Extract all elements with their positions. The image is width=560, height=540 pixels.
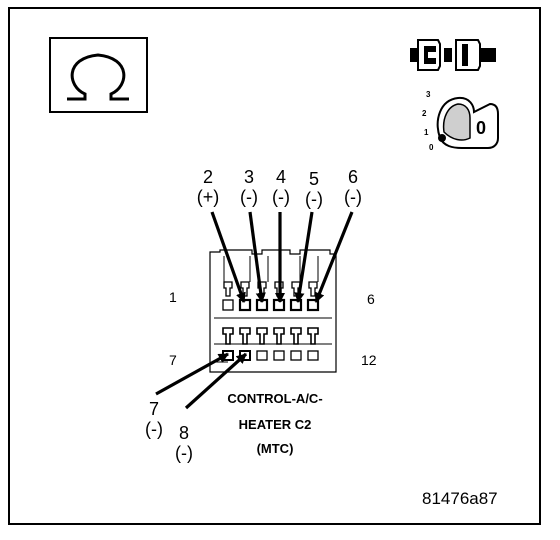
cavity-number-6: 6	[367, 291, 375, 307]
pin-polarity-2: (+)	[196, 187, 220, 207]
pin-label-5: 5	[308, 169, 319, 189]
arrow-pin-7	[155, 352, 229, 396]
pin-label-2: 2	[202, 167, 213, 187]
pin-polarity-6: (-)	[344, 187, 362, 207]
pin-polarity-4: (-)	[272, 187, 290, 207]
ignition-position-2: 2	[422, 109, 427, 118]
cavity-number-7: 7	[169, 352, 177, 368]
pin-polarity-7: (-)	[145, 419, 163, 439]
pin-label-6: 6	[347, 167, 358, 187]
pin-label-8: 8	[178, 423, 189, 443]
ignition-position-1: 1	[424, 128, 429, 137]
ohm-symbol-icon	[49, 37, 148, 113]
pin-polarity-3: (-)	[240, 187, 258, 207]
arrow-pin-3	[248, 211, 266, 304]
arrow-pin-2	[210, 211, 246, 303]
arrow-pin-6	[314, 211, 354, 303]
ignition-key-off-icon: 3 2 1 0 0	[422, 90, 499, 152]
arrow-pin-5	[294, 211, 314, 304]
pin-polarity-5: (-)	[305, 189, 323, 209]
pin-label-7: 7	[148, 399, 159, 419]
ignition-position-3: 3	[426, 90, 431, 99]
cavity-number-12: 12	[361, 352, 377, 368]
connector-name-line-2: HEATER C2	[238, 417, 312, 432]
connector-name-line-1: CONTROL-A/C-	[227, 391, 323, 406]
connector-c2	[209, 249, 337, 373]
pin-label-4: 4	[275, 167, 286, 187]
connector-name-line-3: (MTC)	[256, 441, 294, 456]
figure-reference-code: 81476a87	[422, 489, 498, 508]
diagram-frame	[8, 7, 541, 525]
arrow-pin-8	[184, 352, 248, 410]
pin-polarity-8: (-)	[175, 443, 193, 463]
ignition-position-0: 0	[429, 143, 434, 152]
ignition-key-label: 0	[476, 118, 486, 138]
cavity-number-1: 1	[169, 289, 177, 305]
pin-label-3: 3	[243, 167, 254, 187]
probe-arrows	[155, 211, 354, 410]
connector-disconnected-icon	[410, 39, 496, 71]
